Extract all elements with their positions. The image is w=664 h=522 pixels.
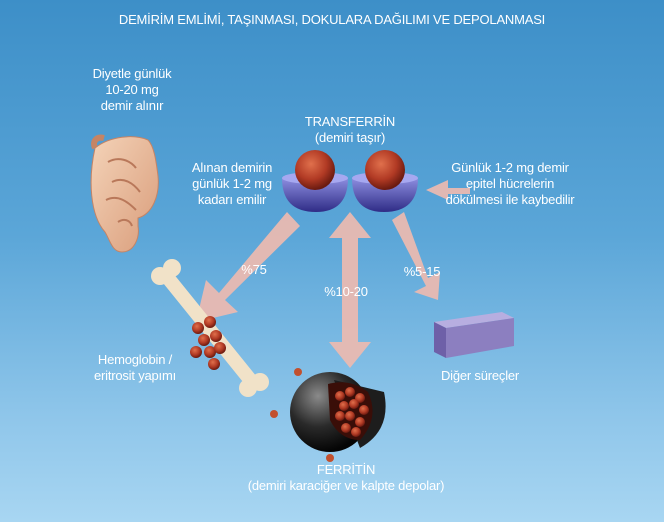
diagram-title: DEMİRİM EMLİMİ, TAŞINMASI, DOKULARA DAĞI…: [118, 12, 546, 27]
intake-label: Diyetle günlük 10-20 mg demir alınır: [62, 66, 202, 114]
intake-line-2: 10-20 mg: [105, 82, 159, 97]
hemoglobin-line-1: Hemoglobin /: [97, 352, 173, 367]
transferrin-name: TRANSFERRİN: [304, 114, 396, 129]
ferritin-label: FERRİTİN (demiri karaciğer ve kalpte dep…: [196, 462, 496, 494]
loss-label: Günlük 1-2 mg demir epitel hücrelerin dö…: [424, 160, 596, 208]
absorbed-label: Alınan demirin günlük 1-2 mg kadarı emil…: [172, 160, 292, 208]
absorbed-line-3: kadarı emilir: [197, 192, 267, 207]
pct-other: %5-15: [403, 264, 441, 279]
ferritin-sub: (demiri karaciğer ve kalpte depolar): [247, 478, 445, 493]
loss-line-3: dökülmesi ile kaybedilir: [445, 192, 575, 207]
hemoglobin-line-2: eritrosit yapımı: [93, 368, 177, 383]
transferrin-icon: [282, 150, 418, 212]
intestine-icon: [90, 134, 159, 253]
pct-ferritin: %10-20: [324, 284, 368, 299]
loss-line-2: epitel hücrelerin: [465, 176, 555, 191]
ferritin-name: FERRİTİN: [316, 462, 376, 477]
arrow-to-hemoglobin: [196, 212, 300, 322]
arrow-ferritin-bidirectional: [329, 212, 371, 368]
other-processes-box-icon: [434, 312, 514, 358]
pct-hemoglobin: %75: [241, 262, 267, 277]
transferrin-label: TRANSFERRİN (demiri taşır): [290, 114, 410, 146]
intake-line-1: Diyetle günlük: [92, 66, 172, 81]
bone-icon: [151, 259, 269, 397]
loss-line-1: Günlük 1-2 mg demir: [451, 160, 569, 175]
hemoglobin-label: Hemoglobin / eritrosit yapımı: [72, 352, 198, 384]
transferrin-sub: (demiri taşır): [314, 130, 386, 145]
ferritin-icon: [270, 368, 386, 462]
intake-line-3: demir alınır: [100, 98, 164, 113]
arrow-loss: [426, 180, 470, 200]
other-processes-label: Diğer süreçler: [440, 368, 520, 383]
absorbed-line-1: Alınan demirin: [191, 160, 273, 175]
absorbed-line-2: günlük 1-2 mg: [192, 176, 272, 191]
arrow-to-other: [392, 212, 440, 300]
